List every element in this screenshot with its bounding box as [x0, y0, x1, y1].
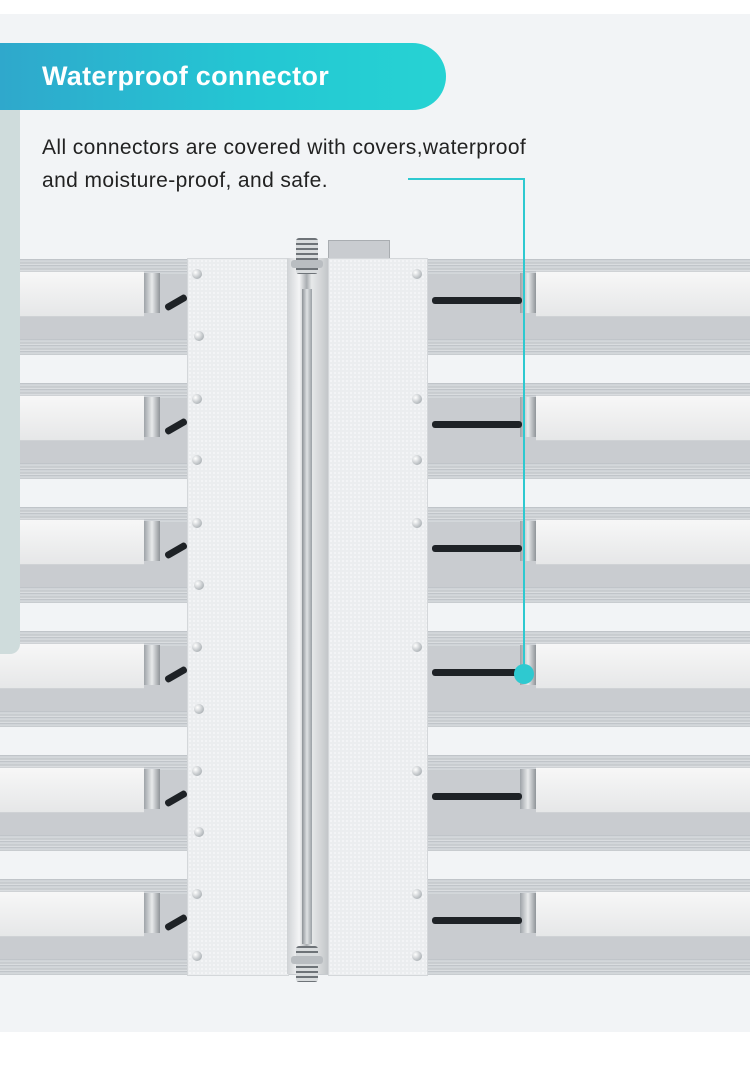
- description-line-2: and moisture-proof, and safe.: [42, 169, 328, 192]
- screw: [194, 580, 204, 590]
- connector-cover-left: [187, 258, 289, 976]
- screw: [192, 394, 202, 404]
- bolt-top: [296, 238, 318, 274]
- screw: [192, 455, 202, 465]
- screw: [412, 889, 422, 899]
- screw: [192, 766, 202, 776]
- screw: [192, 951, 202, 961]
- page-title: Waterproof connector: [42, 61, 330, 91]
- screw: [192, 518, 202, 528]
- title-banner: Waterproof connector: [0, 43, 446, 110]
- feature-panel: Waterproof connector All connectors are …: [0, 14, 750, 1032]
- housing-groove: [302, 289, 312, 944]
- housing-tab: [328, 240, 390, 260]
- screw: [194, 704, 204, 714]
- screw: [412, 455, 422, 465]
- side-accent: [0, 109, 20, 654]
- screw: [412, 766, 422, 776]
- screw: [194, 827, 204, 837]
- screw: [192, 889, 202, 899]
- description-line-1: All connectors are covered with covers,w…: [42, 136, 527, 159]
- screw: [412, 269, 422, 279]
- screw: [412, 642, 422, 652]
- screw: [192, 269, 202, 279]
- screw: [412, 951, 422, 961]
- screw: [192, 642, 202, 652]
- connector-cover-right: [328, 258, 428, 976]
- screw: [194, 331, 204, 341]
- screw: [412, 518, 422, 528]
- bolt-bottom: [296, 946, 318, 982]
- screw: [412, 394, 422, 404]
- description: All connectors are covered with covers,w…: [42, 131, 642, 197]
